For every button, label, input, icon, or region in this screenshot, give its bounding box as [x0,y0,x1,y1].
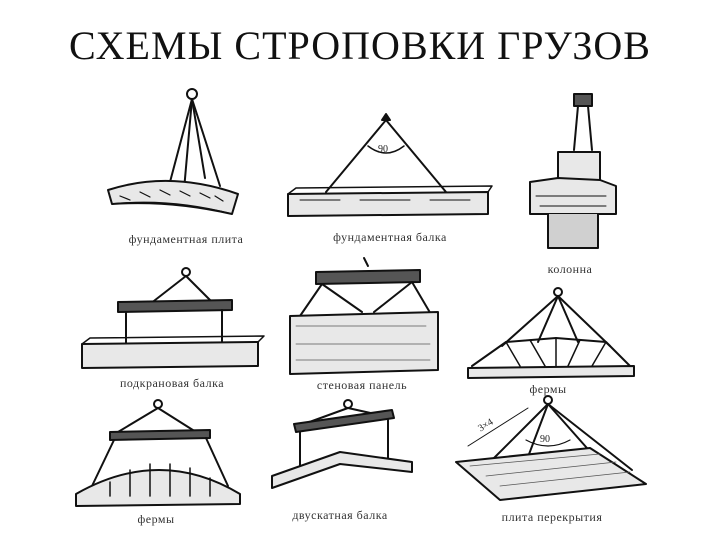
crane-beam-scheme [81,267,265,369]
label-foundation-slab: фундаментная плита [128,232,244,246]
label-truss-right: фермы [529,382,567,396]
label-wall-panel: стеновая панель [316,378,408,392]
label-foundation-beam: фундаментная балка [333,230,447,244]
hook-icon [573,93,593,107]
truss-left-scheme [75,399,241,507]
hook-icon [553,287,563,297]
hook-icon [153,399,163,409]
label-gable-beam: двускатная балка [292,508,388,522]
angle-label-beam: 90 [378,144,388,155]
column-scheme [529,93,617,249]
gable-beam-scheme [271,399,413,489]
hook-icon [343,399,353,409]
foundation-slab-scheme [107,88,239,215]
hook-icon [363,257,369,267]
hook-icon [181,267,191,277]
angle-label-slab: 90 [540,434,550,445]
label-floor-slab: плита перекрытия [501,510,603,524]
truss-right-scheme [467,287,635,379]
hook-icon [186,88,198,100]
foundation-beam-scheme [287,113,493,217]
label-column: колонна [547,262,593,276]
page-title: СХЕМЫ СТРОПОВКИ ГРУЗОВ [69,23,651,68]
floor-slab-scheme [455,395,647,501]
hook-icon [543,395,553,405]
wall-panel-scheme [289,257,439,375]
label-crane-beam: подкрановая балка [119,376,225,390]
label-truss-left: фермы [137,512,175,526]
